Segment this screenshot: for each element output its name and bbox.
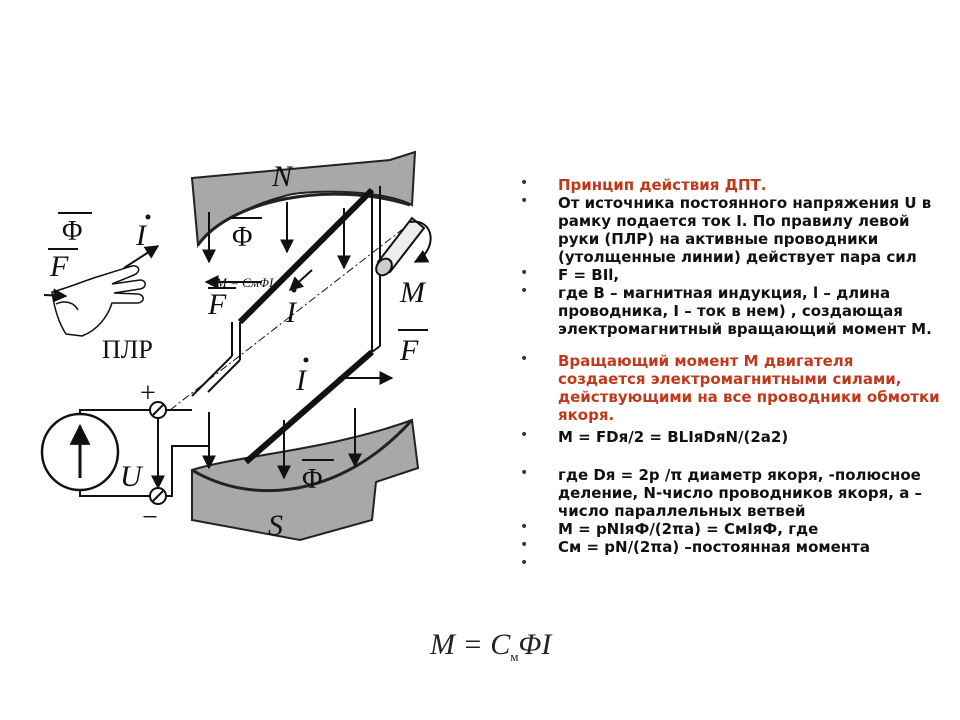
current-label-hand: I: [135, 219, 148, 252]
bullet-item: F = BIl,: [520, 264, 940, 284]
force-arrows: [123, 245, 394, 385]
formula-eq: =: [455, 628, 491, 661]
bullet-item: От источника постоянного напряжения U в …: [520, 192, 940, 266]
flux-arrows: [202, 202, 362, 480]
flux-label-hand: Φ: [62, 216, 82, 247]
bullet-item: где Dя = 2p /π диаметр якоря, -полюсное …: [520, 464, 940, 520]
bullet-item: [520, 554, 940, 572]
bullet-item: См = pN/(2πa) –постоянная момента: [520, 536, 940, 556]
rule-label: ПЛР: [102, 335, 153, 364]
force-label-left: F: [207, 288, 227, 321]
inner-formula: M = CмΦI: [215, 275, 274, 290]
force-label-hand: F: [49, 250, 69, 283]
voltage-source: [40, 401, 208, 505]
current-label-right: I: [295, 364, 308, 397]
force-label-right: F: [399, 334, 419, 367]
formula-c: C: [490, 628, 511, 661]
formula-rest: ΦI: [518, 628, 552, 661]
bullet-item: Принцип действия ДПТ.: [520, 174, 940, 194]
bullet-item: Вращающий момент M двигателя создается э…: [520, 350, 940, 424]
bullet-item: M = FDя/2 = BLIяDяN/(2a2): [520, 426, 940, 446]
formula-sub: м: [510, 649, 519, 664]
pole-north-label: N: [271, 160, 294, 193]
minus-label: −: [142, 502, 158, 533]
bullet-item: M = pNIяФ/(2πa) = СмIяФ, где: [520, 518, 940, 538]
current-label-left: I: [285, 296, 298, 329]
pole-south-label: S: [268, 509, 283, 542]
flux-label-bottom: Φ: [302, 464, 322, 495]
torque-formula: M = CмΦI: [430, 628, 551, 665]
plus-label: +: [140, 378, 156, 409]
torque-label: M: [399, 276, 427, 309]
formula-m: M: [430, 628, 455, 661]
bullet-item: где B – магнитная индукция, l – длина пр…: [520, 282, 940, 338]
left-hand-rule-icon: [43, 265, 146, 337]
voltage-label: U: [120, 460, 144, 493]
flux-label-top: Φ: [232, 222, 252, 253]
south-pole-piece: [191, 418, 420, 542]
explanation-list: Принцип действия ДПТ. От источника посто…: [520, 174, 940, 572]
motor-shaft: [375, 216, 432, 277]
